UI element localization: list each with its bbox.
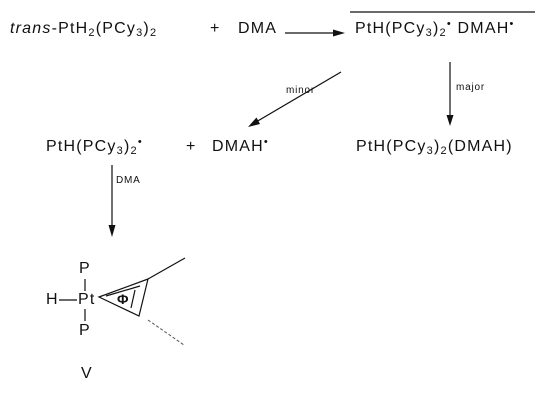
plus-sign-1: + — [210, 20, 221, 37]
compound-label-v: V — [81, 365, 93, 382]
dma-step-label: DMA — [116, 175, 141, 186]
arene-wedge — [97, 278, 149, 317]
phosphorus-bottom: P — [79, 322, 91, 339]
dma-reagent: DMA — [238, 20, 278, 37]
minor-label: minor — [286, 85, 316, 96]
dmah-radical: DMAH• — [212, 136, 269, 155]
dma-arrow-icon — [108, 165, 116, 237]
minor-arrow-icon — [248, 71, 342, 127]
major-arrow-icon — [446, 62, 454, 126]
methyl-bond-lower-dashed — [147, 319, 185, 346]
ion-pair-formula: PtH(PCy3)2• DMAH• — [355, 18, 515, 39]
methyl-bond-upper — [147, 257, 186, 280]
hydride-atom: H — [46, 291, 59, 308]
aromatic-ring-symbol: Φ — [117, 291, 129, 307]
phosphorus-top: P — [79, 260, 91, 277]
major-product-formula: PtH(PCy3)2(DMAH) — [356, 138, 513, 157]
plus-sign-2: + — [186, 138, 197, 155]
reactant-formula: trans-PtH2(PCy3)2 — [10, 20, 158, 39]
platinum-atom: Pt — [78, 291, 96, 308]
right-arrow-icon — [285, 29, 345, 37]
major-label: major — [456, 82, 486, 93]
radical-pair-formula: PtH(PCy3)2• — [46, 136, 143, 157]
